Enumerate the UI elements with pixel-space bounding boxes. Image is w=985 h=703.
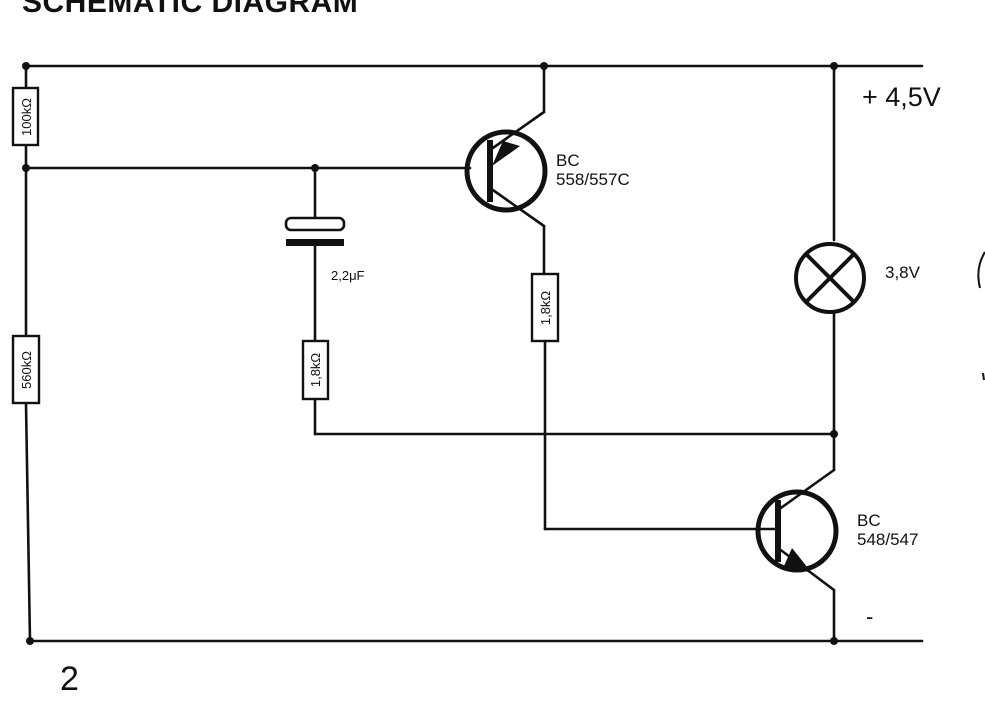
junction-dot [22,62,30,70]
lamp-cross-b [804,252,856,304]
lamp-label: 3,8V [885,263,921,282]
resistor-560k [11,334,41,405]
transistor-top-label-line2: 558/557C [556,170,630,189]
transistor-top-body [464,129,548,213]
resistor-100k-label: 100kΩ [19,98,34,136]
transistor-top-collector-lead [488,186,546,228]
junction-dot [830,637,838,645]
capacitor-plate-negative [286,239,344,246]
supply-negative-label: - [866,604,873,629]
transistor-top-label-line1: BC [556,151,580,170]
junction-dot [22,164,30,172]
diagram-title: SCHEMATIC DIAGRAM [22,0,359,19]
cropped-edge-mark [977,251,985,289]
left-wire-lower [24,402,32,643]
resistor-1k8-mid [301,339,330,401]
resistor-1k8-mid-label: 1,8kΩ [308,353,323,388]
junction-dot [830,62,838,70]
transistor-bottom-body [755,489,839,573]
junction-dot [26,637,34,645]
transistor-bottom-label-line2: 548/547 [857,530,918,549]
resistor-100k [11,86,40,147]
supply-positive-label: + 4,5V [862,82,941,112]
transistor-bottom-collector-lead [776,468,836,512]
junction-dot [830,430,838,438]
transistor-bottom-emitter-arrow [784,548,812,573]
transistor-bottom-label-line1: BC [857,511,881,530]
transistor-top-emitter-arrow [492,141,520,166]
transistor-top-emitter-lead [488,110,546,152]
cropped-edge-tick [982,372,985,381]
junction-dot [540,62,548,70]
capacitor-label: 2,2μF [331,268,365,283]
page-number: 2 [60,660,79,698]
resistor-560k-label: 560kΩ [19,351,34,389]
junction-dot [311,164,319,172]
resistor-1k8-collector [530,272,560,343]
capacitor-plate-positive [284,216,346,232]
resistor-1k8-collector-label: 1,8kΩ [538,291,553,326]
